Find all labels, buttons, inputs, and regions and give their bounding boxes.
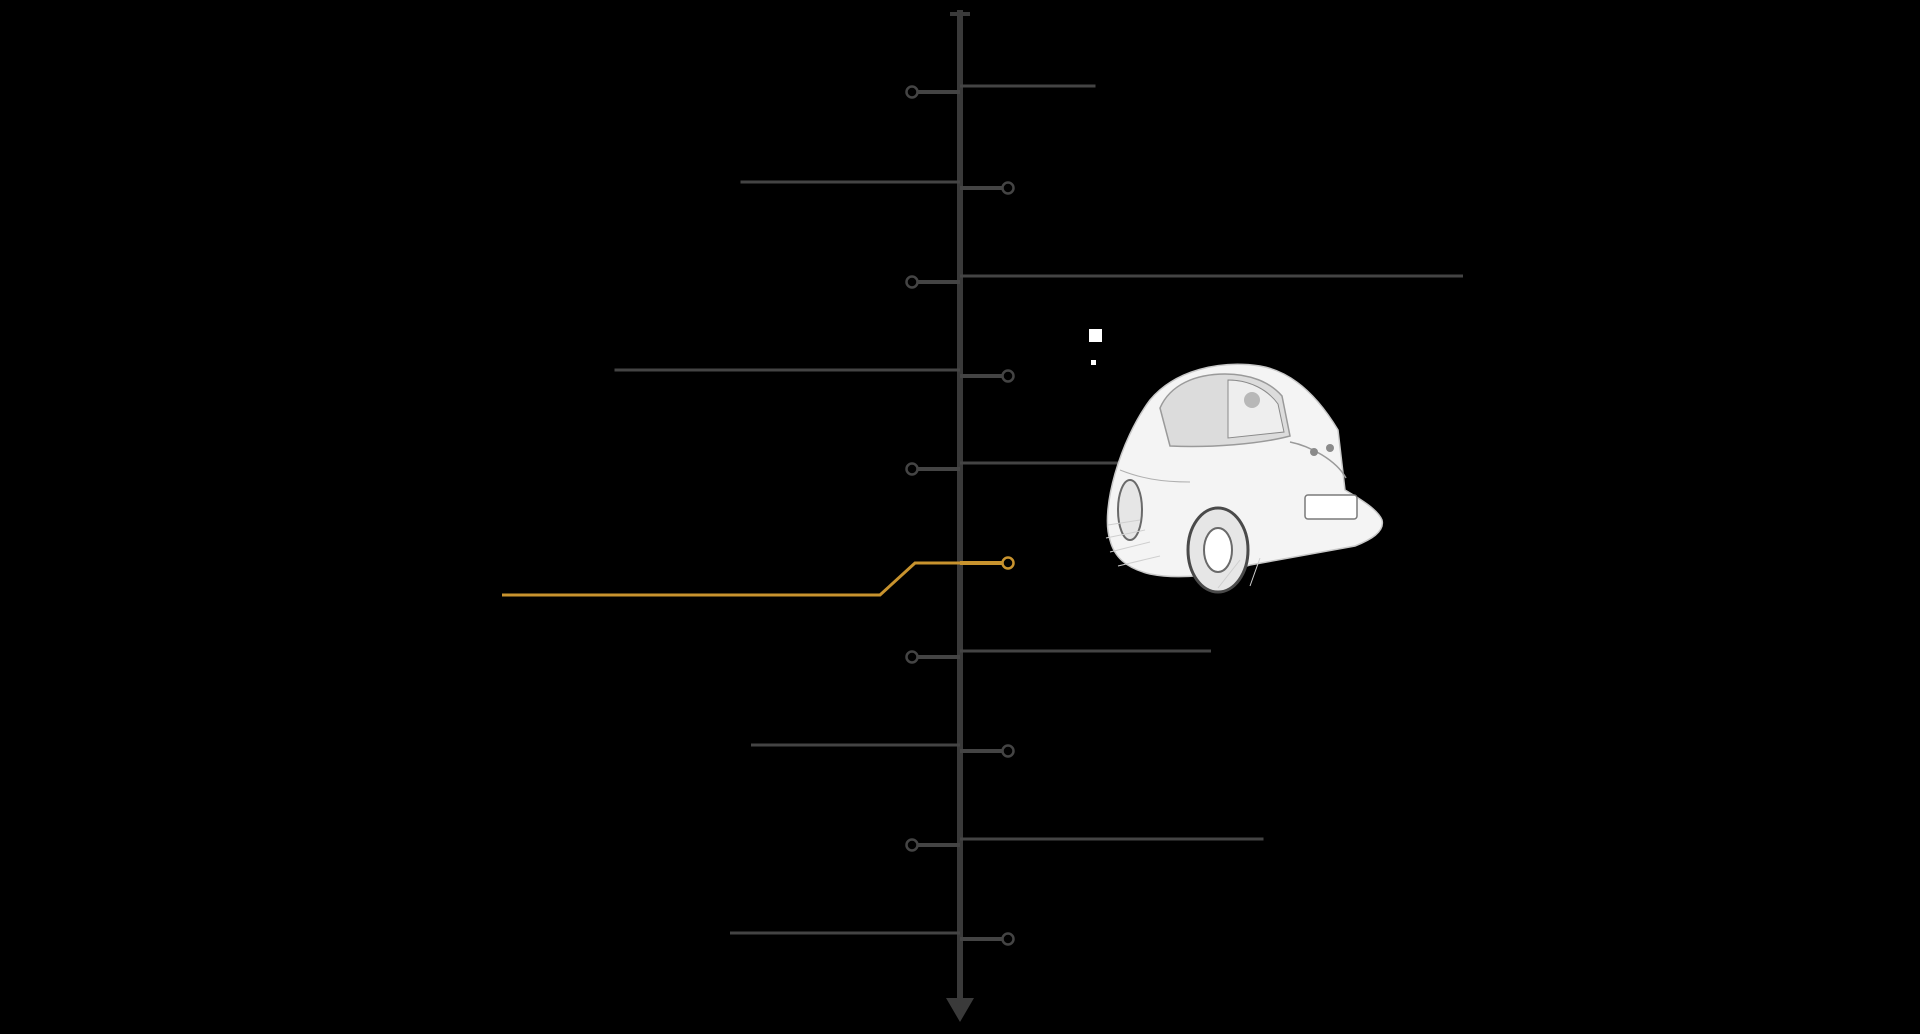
event-year: 1962 [849, 457, 900, 481]
car-sketch-icon [1105, 363, 1384, 594]
timeline-arrowhead-icon [946, 998, 974, 1022]
event-label: The Cuban [971, 408, 1080, 432]
timeline-event: 1979 - 1983 The Euromissile Crisis [778, 624, 1211, 669]
timeline-event: 1990 German reunification [730, 906, 1071, 951]
event-year: 1963 [1020, 551, 1071, 575]
event-year: 1986 [1020, 739, 1071, 763]
timeline-event: 1961 Berlin Wall construction begins [614, 343, 1071, 388]
event-marker [1001, 932, 1015, 946]
event-marker [905, 838, 919, 852]
event-year: 1979 - 1983 [778, 645, 900, 669]
event-year: 1989 [849, 833, 900, 857]
event-label: The fall of the Berlin Wall [971, 812, 1223, 836]
events-layer: 1945 End of WWII 1948 - 1949 The Berlin Blo… [502, 59, 1475, 951]
timeline-event: 1949 The Federal Republic of Germany and … [849, 221, 1475, 294]
event-label: Missile Crisis [972, 436, 1100, 460]
timeline-event: 1989 The fall of the Berlin Wall [849, 812, 1264, 857]
event-marker [905, 85, 919, 99]
event-label: Perestroika begins [764, 718, 948, 742]
event-marker [1001, 181, 1015, 195]
event-marker [1001, 744, 1015, 758]
event-marker [905, 650, 919, 664]
event-underline [502, 561, 960, 597]
timeline-event: 1945 End of WWII [849, 59, 1096, 104]
decorative-square [1089, 329, 1102, 342]
event-label: German reunification [736, 906, 948, 930]
event-marker [1001, 369, 1015, 383]
event-label: The Federal Republic of Germany and the … [971, 221, 1475, 245]
event-marker [1001, 556, 1015, 570]
event-year: 1945 [849, 80, 900, 104]
timeline-event: 1986 Perestroika begins [751, 718, 1071, 763]
event-year: 1990 [1020, 927, 1071, 951]
event-year: 1949 [849, 270, 900, 294]
event-label: Berlin Wall construction begins [638, 343, 948, 367]
event-label: The Berlin Blockade [748, 155, 948, 179]
event-label: The Euromissile Crisis [971, 624, 1191, 648]
decorative-dot [1091, 360, 1096, 365]
event-marker [905, 462, 919, 476]
timeline-event: 1948 - 1949 The Berlin Blockade [740, 155, 1142, 200]
event-marker [905, 275, 919, 289]
event-label: End of WWII [972, 59, 1093, 83]
event-year: 1961 [1020, 364, 1071, 388]
event-year: 1948 - 1949 [1020, 176, 1142, 200]
event-label: First escape attempt in a BMW Isetta [511, 566, 880, 590]
event-label: Democratic Republic are established [972, 249, 1339, 273]
